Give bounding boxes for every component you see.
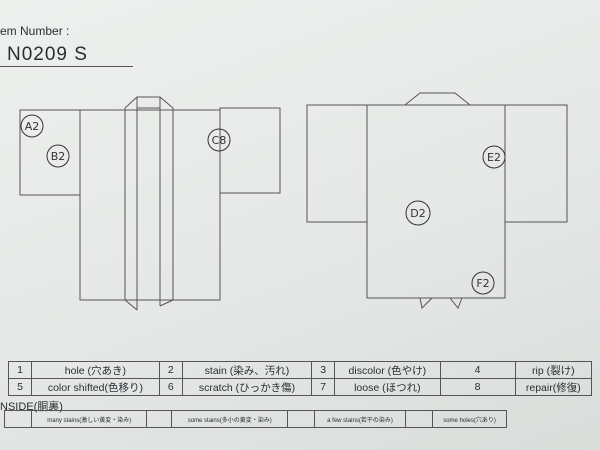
back-mark-e2: E2 [482,145,506,169]
back-mark-f2: F2 [471,271,495,295]
collar-outline [404,92,471,106]
legend-number: 5 [8,378,32,396]
legend-number: 3 [311,361,336,379]
item-number-label: em Number : [0,24,70,38]
legend-label: stain (染み、汚れ) [181,361,313,379]
legend-label: color shifted(色移り) [31,378,160,396]
legend-label: rip (裂け) [514,361,593,379]
item-number-underline [0,66,133,67]
front-view-diagram [19,96,281,311]
kimono-diagrams: A2 B2 C8 E2 D2 F2 [19,92,568,311]
front-mark-a2: A2 [20,114,44,138]
svg-text:F2: F2 [476,277,489,290]
back-mark-d2: D2 [405,200,431,226]
legend-number: 7 [311,378,336,396]
legend-number: 1 [8,361,32,379]
inside-option-label: many stains(激しい黄変・染み) [30,410,148,428]
front-mark-b2: B2 [46,144,70,168]
collar-outline [124,96,174,300]
checkbox-cell[interactable] [286,410,315,428]
inside-option-label: some stains(多小の黄変・染み) [171,410,288,428]
table-row: many stains(激しい黄変・染み) some stains(多小の黄変・… [4,410,507,428]
inside-option-label: a few stains(若干の染み) [313,410,407,428]
svg-text:B2: B2 [51,150,66,163]
legend-label: loose (ほつれ) [334,378,441,396]
front-body [79,109,221,301]
back-view-diagram [306,92,568,310]
legend-label: repair(修復) [514,378,593,396]
right-sleeve [219,107,281,194]
svg-text:C8: C8 [212,134,227,147]
checkbox-cell[interactable] [146,410,173,428]
checkbox-cell[interactable] [4,410,32,428]
legend-label: discolor (色やけ) [334,361,441,379]
left-sleeve [306,104,368,223]
svg-text:A2: A2 [25,120,40,133]
item-number: N0209 S [7,44,88,65]
legend-label: hole (穴あき) [31,361,160,379]
front-mark-c8: C8 [207,128,231,152]
svg-text:D2: D2 [410,207,425,220]
checkbox-cell[interactable] [405,410,434,428]
right-sleeve [504,104,568,223]
legend-number: 8 [439,378,516,396]
inside-condition-table: many stains(激しい黄変・染み) some stains(多小の黄変・… [4,410,507,428]
back-body [366,104,506,299]
legend-number: 2 [158,361,183,379]
svg-text:E2: E2 [487,151,501,164]
legend-label: scratch (ひっかき傷) [181,378,313,396]
legend-number: 4 [439,361,516,379]
inside-option-label: some holes(穴あり) [432,410,507,428]
legend-number: 6 [158,378,183,396]
